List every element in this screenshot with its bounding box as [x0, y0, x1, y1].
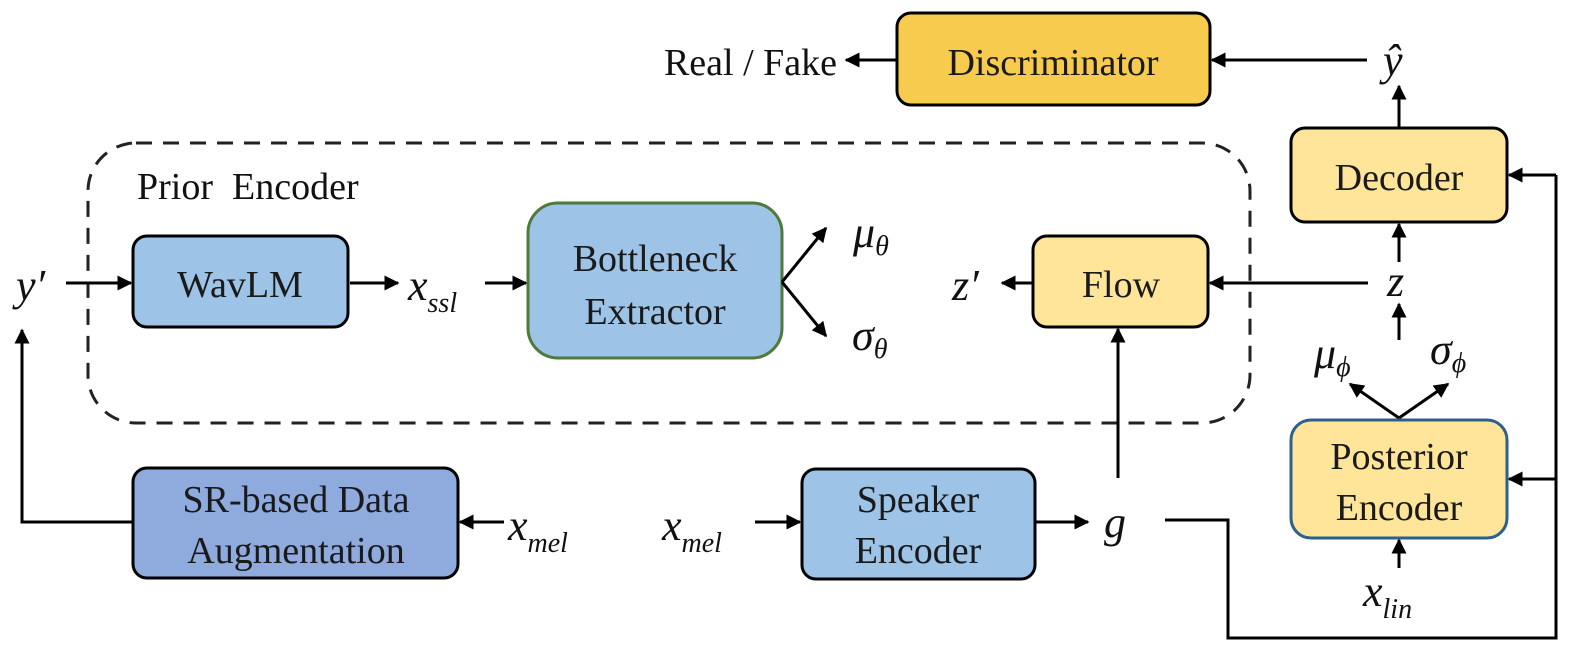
x-ssl-symbol: xssl — [407, 261, 457, 319]
arrow-posterior-to-mu-phi — [1348, 382, 1400, 420]
speaker-encoder-label-line1: Speaker — [857, 479, 980, 521]
mu-phi-base: μ — [1313, 329, 1336, 378]
speaker-encoder-label-line2: Encoder — [855, 530, 982, 572]
x-mel-left-symbol: xmel — [661, 501, 722, 559]
x-mel-right-subscript: mel — [528, 528, 569, 559]
x-mel-right-symbol: xmel — [507, 501, 568, 559]
arrow-bottleneck-to-sigma-theta — [780, 281, 828, 338]
discriminator-box: Discriminator — [895, 11, 1212, 107]
bottleneck-extractor-label-line1: Bottleneck — [573, 238, 738, 280]
posterior-encoder-box: Posterior Encoder — [1289, 418, 1509, 540]
sr-data-augmentation-label-line2: Augmentation — [187, 530, 404, 572]
bottleneck-extractor-box: Bottleneck Extractor — [526, 201, 784, 360]
posterior-encoder-label-line2: Encoder — [1336, 487, 1463, 529]
x-lin-subscript: lin — [1383, 594, 1413, 625]
x-lin-base: x — [1362, 567, 1383, 616]
speaker-encoder-rect — [800, 467, 1037, 581]
sigma-theta-base: σ — [852, 311, 876, 360]
z-symbol: z — [1386, 257, 1404, 306]
z-prime-symbol: z′ — [951, 261, 980, 310]
discriminator-label: Discriminator — [947, 42, 1158, 84]
decoder-box: Decoder — [1289, 126, 1509, 224]
posterior-encoder-label-line1: Posterior — [1330, 436, 1468, 478]
x-mel-left-base: x — [661, 501, 682, 550]
sigma-phi-symbol: σϕ — [1430, 325, 1466, 379]
arrow-bottleneck-to-mu-theta — [780, 226, 828, 283]
flow-label: Flow — [1082, 264, 1161, 306]
y-prime-symbol: y′ — [12, 261, 47, 310]
x-mel-left-subscript: mel — [682, 528, 723, 559]
sr-data-augmentation-box: SR-based Data Augmentation — [131, 466, 460, 580]
wavlm-rect — [131, 234, 350, 329]
mu-theta-subscript: θ — [875, 231, 889, 262]
sigma-theta-symbol: σθ — [852, 311, 888, 365]
mu-phi-subscript: ϕ — [1336, 352, 1351, 383]
x-lin-symbol: xlin — [1362, 567, 1412, 625]
wavlm-box: WavLM — [131, 234, 350, 329]
sigma-phi-subscript: ϕ — [1452, 348, 1467, 379]
mu-theta-base: μ — [852, 208, 875, 257]
sr-data-augmentation-label-line1: SR-based Data — [183, 479, 410, 521]
arrow-sr-augmentation-to-y-prime — [14, 328, 133, 524]
prior-encoder-label: Prior Encoder — [137, 166, 359, 208]
speaker-encoder-box: Speaker Encoder — [800, 467, 1037, 581]
x-ssl-base: x — [407, 261, 428, 310]
real-fake-label: Real / Fake — [664, 42, 837, 84]
posterior-encoder-rect — [1289, 418, 1509, 540]
sigma-phi-base: σ — [1430, 325, 1454, 374]
mu-phi-symbol: μϕ — [1313, 329, 1351, 383]
y-hat-symbol: ŷ — [1379, 36, 1403, 85]
flow-box: Flow — [1031, 234, 1210, 329]
x-mel-right-base: x — [507, 501, 528, 550]
sigma-theta-subscript: θ — [874, 334, 888, 365]
wavlm-label: WavLM — [177, 264, 303, 306]
line-g-to-right-bus — [1165, 175, 1558, 640]
g-symbol: g — [1104, 498, 1126, 547]
bottleneck-extractor-rect — [526, 201, 784, 360]
arrow-posterior-to-sigma-phi — [1398, 382, 1450, 420]
mu-theta-symbol: μθ — [852, 208, 889, 262]
x-ssl-subscript: ssl — [428, 288, 458, 319]
bottleneck-extractor-label-line2: Extractor — [584, 291, 726, 333]
decoder-label: Decoder — [1335, 157, 1464, 199]
